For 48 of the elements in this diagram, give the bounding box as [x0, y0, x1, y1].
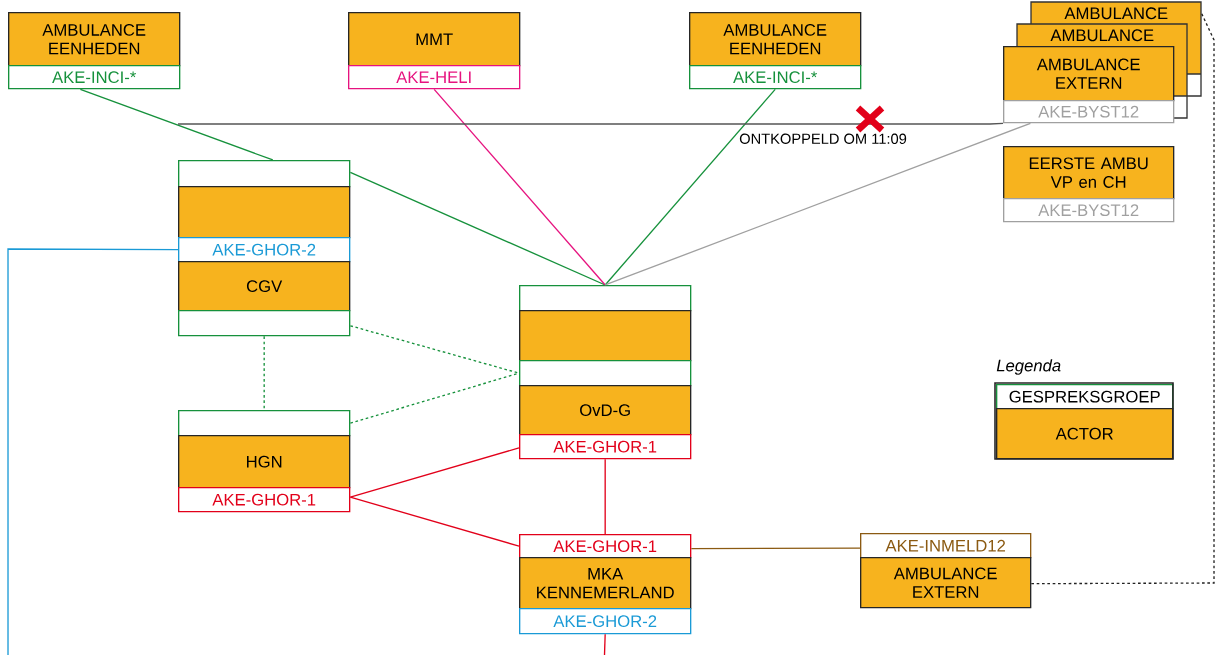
connector-line — [263, 335, 265, 411]
actor-box: EERSTE AMBU VP en CH — [1003, 146, 1175, 200]
node-label: AMBULANCE — [1050, 29, 1154, 42]
connector-line — [604, 458, 606, 535]
talkgroup-box: AKE-GHOR-1 — [519, 434, 692, 460]
actor-box: HGN — [178, 435, 351, 489]
actor-box: MMT — [348, 12, 521, 67]
talkgroup-box — [519, 285, 692, 312]
connector-line — [1030, 12, 1215, 585]
connector-line — [79, 88, 274, 161]
actor-box: AMBULANCE EENHEDEN — [689, 12, 862, 67]
talkgroup-box: AKE-INMELD12 — [860, 533, 1032, 559]
connector-line — [7, 248, 179, 655]
actor-box: AMBULANCE EXTERN — [860, 557, 1032, 609]
talkgroup-box — [178, 310, 351, 337]
talkgroup-box — [519, 360, 692, 387]
edge-label: ONTKOPPELD OM 11:09 — [739, 133, 907, 144]
connector-line — [177, 122, 1004, 125]
connector-line — [604, 88, 776, 286]
connector-line — [690, 547, 861, 550]
actor-box: OvD-G — [519, 385, 692, 436]
talkgroup-box: AKE-GHOR-1 — [519, 534, 692, 559]
talkgroup-box: AKE-GHOR-2 — [519, 608, 692, 635]
actor-box: CGV — [178, 261, 351, 312]
talkgroup-box: AKE-BYST12 — [1003, 198, 1175, 223]
connector-line — [604, 122, 1032, 286]
connector-line — [433, 88, 606, 286]
talkgroup-box — [178, 410, 351, 437]
connector-line — [603, 633, 606, 655]
talkgroup-box: AKE-INCI-* — [8, 65, 181, 90]
connector-line — [349, 496, 520, 547]
talkgroup-box: AKE-GHOR-2 — [178, 237, 351, 263]
talkgroup-box: AKE-GHOR-1 — [178, 487, 351, 513]
actor-box — [519, 310, 692, 362]
actor-box: AMBULANCE EENHEDEN — [8, 12, 181, 67]
node-label: AMBULANCE — [1064, 7, 1168, 20]
connector-line — [349, 372, 520, 424]
talkgroup-box: AKE-INCI-* — [689, 65, 862, 90]
talkgroup-box — [178, 160, 351, 188]
talkgroup-box: AKE-HELI — [348, 65, 521, 90]
connector-line — [349, 325, 520, 374]
connector-line — [349, 447, 520, 498]
connector-line — [349, 171, 606, 286]
actor-box — [178, 186, 351, 239]
legend-title: Legenda — [996, 359, 1061, 375]
actor-box: MKA KENNEMERLAND — [519, 557, 692, 610]
talkgroup-box: AKE-BYST12 — [1003, 100, 1175, 124]
actor-box: AMBULANCE EXTERN — [1003, 46, 1175, 102]
